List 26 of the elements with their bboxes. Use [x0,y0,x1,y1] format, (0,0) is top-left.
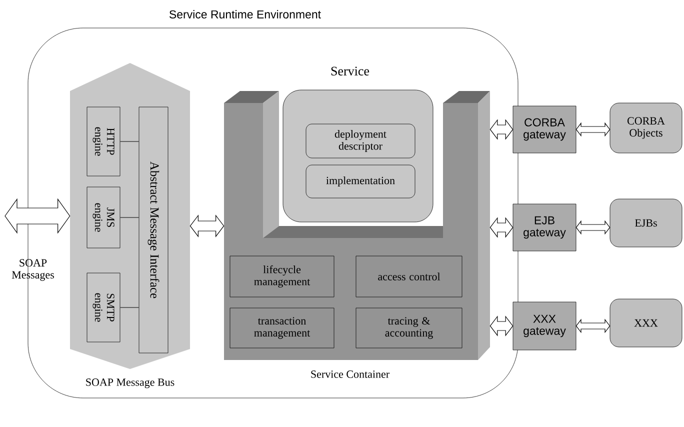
block-arrow [490,316,514,336]
object-box: XXX [610,298,682,348]
gateway-box: EJB gateway [512,204,576,252]
caption-text: SOAP Message Bus [86,378,174,388]
block-arrow [4,198,70,234]
gateway-box: CORBA gateway [512,106,576,154]
caption-text: SOAP Messages [12,259,54,281]
title-text: Service [331,66,370,76]
engine-box: JMS engine [86,186,120,248]
object-box: CORBA Objects [610,102,682,154]
block-arrow [490,217,514,238]
connector-line [120,141,140,142]
block-arrow [490,119,514,140]
title-text: Service Runtime Environment [169,10,321,18]
block-arrow [190,214,224,238]
engine-box: SMTP engine [86,272,120,342]
engine-box: HTTP engine [86,106,120,176]
caption-text: Service Container [311,370,390,378]
block-arrow [576,122,610,137]
block-arrow [576,220,610,235]
object-box: EJBs [610,198,682,248]
connector-line [120,217,140,218]
interface-box: Abstract Message Interface [138,106,168,354]
connector-line [120,307,140,308]
gateway-box: XXX gateway [512,302,576,350]
block-arrow [576,318,610,334]
